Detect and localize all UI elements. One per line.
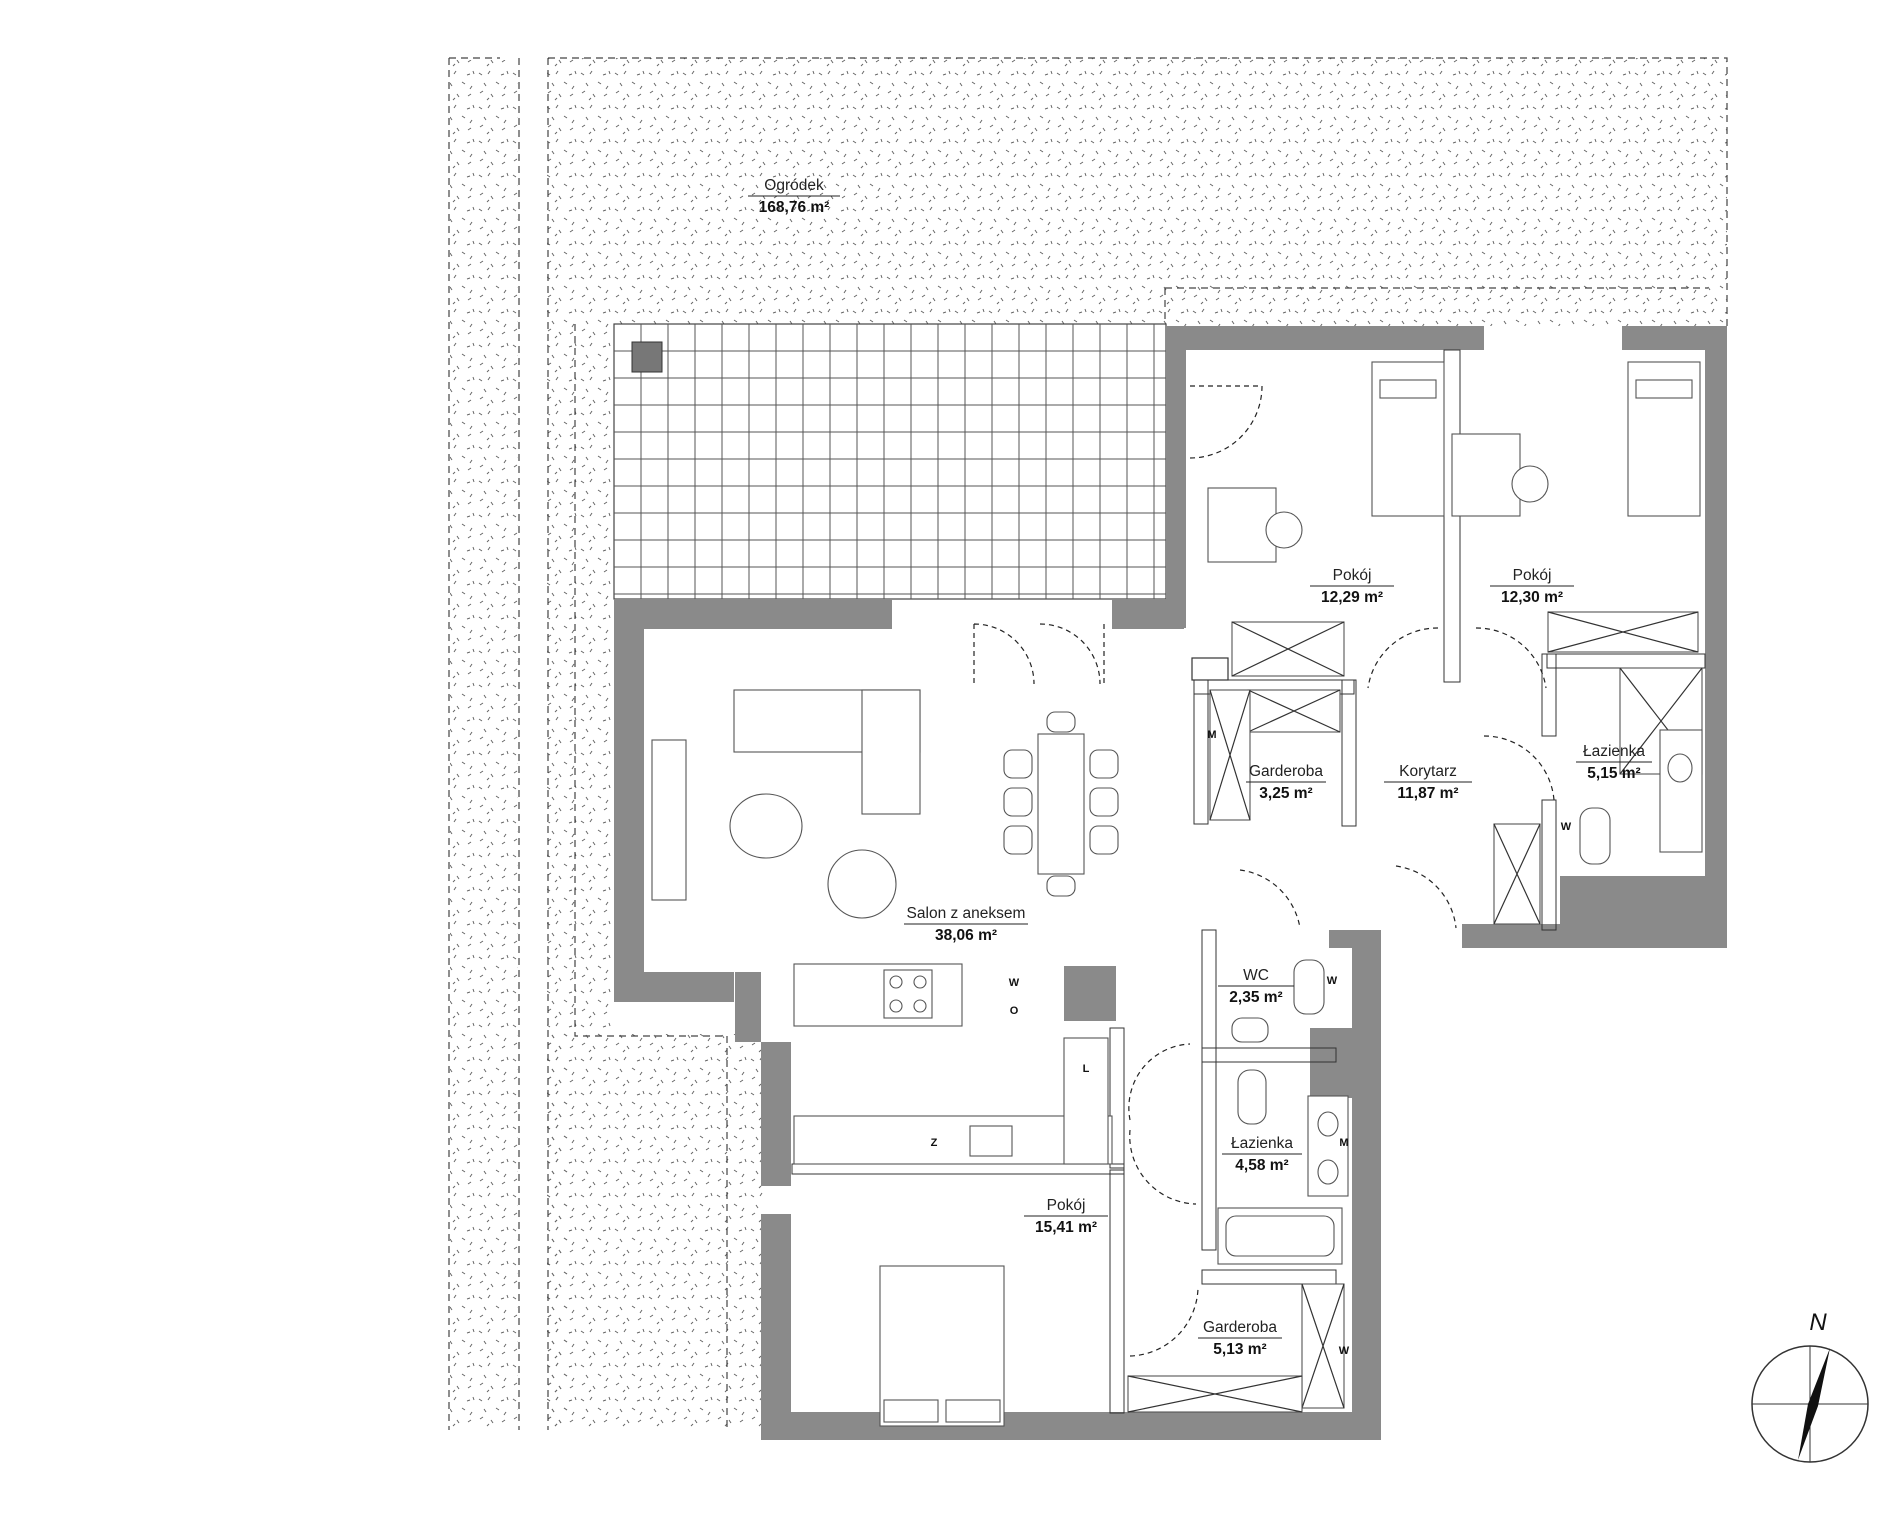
- compass: N: [1751, 1309, 1869, 1463]
- doors: [973, 385, 1555, 1357]
- room-area: 3,25 m²: [1259, 785, 1312, 802]
- room-name: WC: [1243, 967, 1269, 984]
- room-name: Salon z aneksem: [907, 905, 1026, 922]
- room-area: 15,41 m²: [1035, 1219, 1097, 1236]
- room-pokoj-3: Pokój 15,41 m²: [1024, 1197, 1108, 1236]
- marker-w-garderoba2: W: [1339, 1345, 1350, 1357]
- room-name: Pokój: [1513, 567, 1552, 584]
- room-area: 168,76 m²: [759, 199, 830, 216]
- room-name: Garderoba: [1249, 763, 1323, 780]
- room-garderoba-1: Garderoba 3,25 m²: [1246, 763, 1326, 802]
- room-lazienka-1: Łazienka 5,15 m²: [1576, 743, 1652, 782]
- room-name: Pokój: [1047, 1197, 1086, 1214]
- room-area: 5,13 m²: [1213, 1341, 1266, 1358]
- room-name: Ogródek: [764, 177, 824, 194]
- room-area: 5,15 m²: [1587, 765, 1640, 782]
- room-name: Łazienka: [1231, 1135, 1293, 1152]
- room-korytarz: Korytarz 11,87 m²: [1384, 763, 1472, 802]
- marker-m-garderoba: M: [1207, 729, 1216, 741]
- walls: [614, 326, 1727, 1440]
- room-area: 2,35 m²: [1229, 989, 1282, 1006]
- marker-z-kitchen: Z: [931, 1137, 938, 1149]
- room-area: 38,06 m²: [935, 927, 997, 944]
- north-arrow-icon: [1798, 1348, 1830, 1460]
- marker-m-bathroom2: M: [1339, 1137, 1348, 1149]
- marker-o-kitchen: O: [1010, 1005, 1019, 1017]
- marker-w-kitchen: W: [1009, 977, 1020, 989]
- room-name: Korytarz: [1399, 763, 1457, 780]
- room-lazienka-2: Łazienka 4,58 m²: [1222, 1135, 1302, 1174]
- marker-l-kitchen: L: [1083, 1063, 1090, 1075]
- compass-label: N: [1809, 1309, 1827, 1336]
- garden-area: [448, 57, 1728, 1430]
- room-area: 11,87 m²: [1397, 785, 1458, 802]
- room-salon: Salon z aneksem 38,06 m²: [904, 905, 1028, 944]
- room-garderoba-2: Garderoba 5,13 m²: [1198, 1319, 1282, 1358]
- room-area: 12,30 m²: [1501, 589, 1563, 606]
- terrace: [613, 323, 1167, 600]
- room-area: 4,58 m²: [1235, 1157, 1288, 1174]
- room-wc: WC 2,35 m²: [1218, 967, 1294, 1006]
- room-area: 12,29 m²: [1321, 589, 1383, 606]
- room-pokoj-2: Pokój 12,30 m²: [1490, 567, 1574, 606]
- room-pokoj-1: Pokój 12,29 m²: [1310, 567, 1394, 606]
- furniture: [651, 361, 1703, 1427]
- installation-markers: W O Z L M W W M W: [931, 729, 1572, 1357]
- room-name: Garderoba: [1203, 1319, 1277, 1336]
- room-name: Pokój: [1333, 567, 1372, 584]
- room-labels: Ogródek 168,76 m² Pokój 12,29 m² Pokój 1…: [748, 177, 1652, 1358]
- room-name: Łazienka: [1583, 743, 1645, 760]
- room-ogrodek: Ogródek 168,76 m²: [748, 177, 840, 216]
- marker-w-bathroom1: W: [1561, 821, 1572, 833]
- marker-w-wc: W: [1327, 975, 1338, 987]
